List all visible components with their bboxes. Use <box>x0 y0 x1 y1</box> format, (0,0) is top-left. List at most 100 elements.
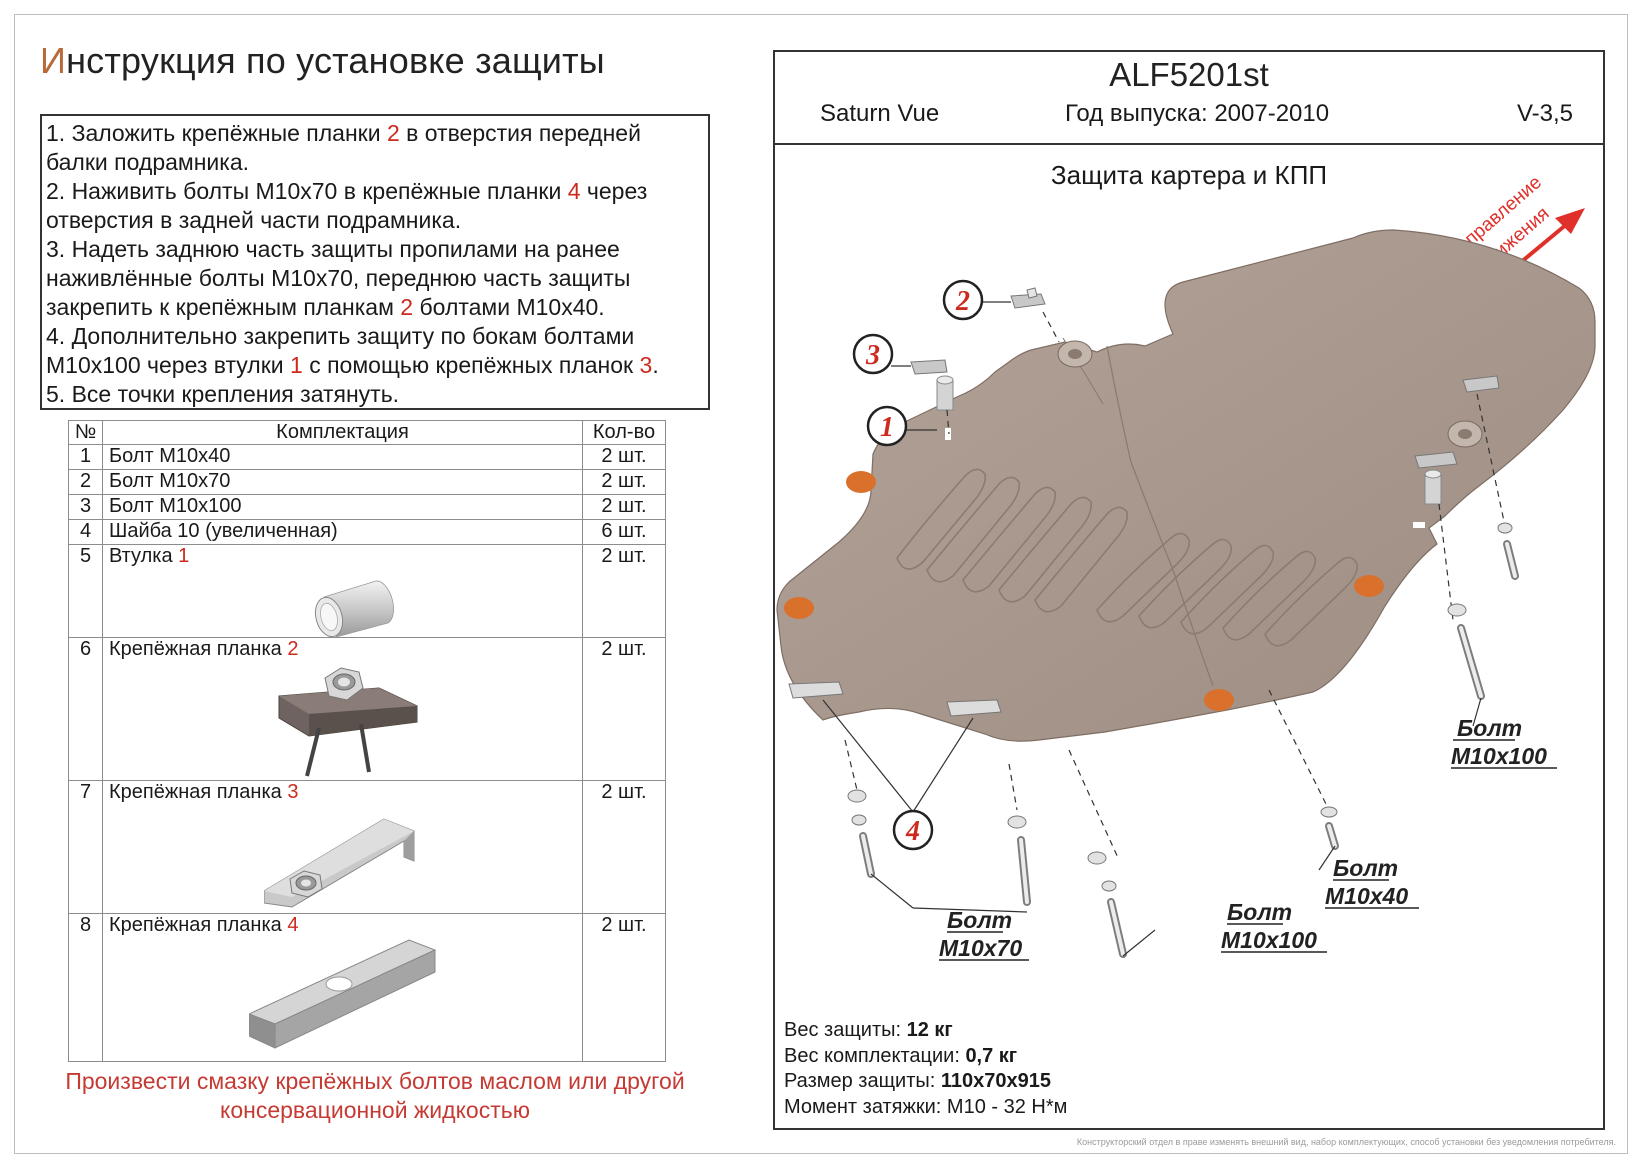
row-qty: 6 шт. <box>582 519 666 545</box>
row-name: Болт М10х40 <box>102 444 583 470</box>
svg-text:М10х100: М10х100 <box>1221 927 1317 953</box>
leader-lines <box>822 301 1482 957</box>
svg-text:М10х40: М10х40 <box>1325 883 1408 909</box>
plate-ribs <box>896 468 1359 647</box>
row-name: Крепёжная планка 2 <box>102 637 583 781</box>
callout-3: 3 <box>852 333 894 375</box>
instructions-box: 1. Заложить крепёжные планки 2 в отверст… <box>40 114 710 410</box>
svg-text:4: 4 <box>905 816 920 847</box>
bracket-3-part-image <box>264 818 415 908</box>
table-row: 4 Шайба 10 (увеличенная) 6 шт. <box>68 519 666 545</box>
product-header: ALF5201st Saturn Vue Год выпуска: 2007-2… <box>775 52 1603 145</box>
instruction-line: наживлённые болты М10х70, переднюю часть… <box>46 265 631 291</box>
rubber-pad <box>784 597 814 619</box>
table-row: 5 Втулка 1 2 шт. <box>68 544 666 638</box>
product-panel: ALF5201st Saturn Vue Год выпуска: 2007-2… <box>773 50 1605 1130</box>
table-row: 8 Крепёжная планка 4 2 шт. <box>68 913 666 1062</box>
rubber-pad <box>1204 689 1234 711</box>
protection-plate <box>776 229 1596 764</box>
svg-text:Болт: Болт <box>947 907 1012 933</box>
row-num: 4 <box>68 519 103 545</box>
parts-table: № Комплектация Кол-во 1 Болт М10х40 2 шт… <box>68 420 666 1062</box>
svg-text:Болт: Болт <box>1457 715 1522 741</box>
col-header-num: № <box>68 420 103 445</box>
row-num: 1 <box>68 444 103 470</box>
row-name: Втулка 1 <box>102 544 583 638</box>
spec-kit-weight: Вес комплектации: 0,7 кг <box>784 1044 1018 1067</box>
fasteners <box>844 311 1519 958</box>
svg-text:2: 2 <box>955 286 970 317</box>
svg-text:1: 1 <box>880 412 894 443</box>
table-row: 2 Болт М10х70 2 шт. <box>68 469 666 495</box>
row-name: Шайба 10 (увеличенная) <box>102 519 583 545</box>
row-qty: 2 шт. <box>582 780 666 914</box>
spec-size: Размер защиты: 110х70х915 <box>784 1070 1052 1092</box>
svg-text:Болт: Болт <box>1333 855 1398 881</box>
svg-text:3: 3 <box>865 340 880 371</box>
svg-text:Болт: Болт <box>1227 899 1292 925</box>
model-years: Год выпуска: 2007-2010 <box>1065 100 1330 127</box>
row-num: 6 <box>68 637 103 781</box>
label-bolt-m10x100-center: Болт М10х100 <box>1221 899 1327 953</box>
sleeve-part-image <box>314 580 394 637</box>
table-row: 6 Крепёжная планка 2 2 шт. <box>68 637 666 781</box>
row-qty: 2 шт. <box>582 544 666 638</box>
row-qty: 2 шт. <box>582 637 666 781</box>
row-name: Крепёжная планка 4 <box>102 913 583 1062</box>
table-row: 3 Болт М10х100 2 шт. <box>68 494 666 520</box>
table-row: 7 Крепёжная планка 3 2 шт. <box>68 780 666 914</box>
instruction-line: 1. Заложить крепёжные планки 2 в отверст… <box>46 120 641 146</box>
row-num: 7 <box>68 780 103 914</box>
svg-text:М10х100: М10х100 <box>1451 743 1547 769</box>
table-row: 1 Болт М10х40 2 шт. <box>68 444 666 470</box>
callout-2: 2 <box>942 279 984 321</box>
row-name: Болт М10х70 <box>102 469 583 495</box>
row-qty: 2 шт. <box>582 494 666 520</box>
bracket-4-part-image <box>249 939 437 1049</box>
product-code: ALF5201st <box>1109 56 1269 93</box>
spec-weight: Вес защиты: 12 кг <box>784 1019 953 1041</box>
page-title: Инструкция по установке защиты <box>40 40 605 81</box>
label-bolt-m10x100-right: Болт М10х100 <box>1451 715 1557 769</box>
row-qty: 2 шт. <box>582 913 666 1062</box>
svg-text:М10х70: М10х70 <box>939 935 1022 961</box>
bolt-labels: Болт М10х100 Болт М10х40 Болт М10х100 Бо… <box>939 715 1557 961</box>
row-num: 3 <box>68 494 103 520</box>
instruction-line: 3. Надеть заднюю часть защиты пропилами … <box>46 236 620 262</box>
rubber-pad <box>1354 575 1384 597</box>
disclaimer-footnote: Конструкторский отдел в праве изменять в… <box>1076 1137 1616 1147</box>
spec-torque: Момент затяжки: М10 - 32 Н*м <box>784 1095 1068 1118</box>
instruction-line: отверстия в задней части подрамника. <box>46 207 462 233</box>
label-bolt-m10x70: Болт М10х70 <box>939 907 1029 961</box>
product-specs: Вес защиты: 12 кг Вес комплектации: 0,7 … <box>784 1018 1067 1120</box>
instruction-line: М10х100 через втулки 1 с помощью крепёжн… <box>46 352 659 378</box>
installation-diagram: Направление движения <box>776 172 1596 961</box>
instruction-line: закрепить к крепёжным планкам 2 болтами … <box>46 294 605 320</box>
col-header-qty: Кол-во <box>582 420 666 445</box>
instruction-line: 2. Наживить болты М10х70 в крепёжные пла… <box>46 178 648 204</box>
row-num: 5 <box>68 544 103 638</box>
row-qty: 2 шт. <box>582 444 666 470</box>
product-title: Защита картера и КПП <box>1050 160 1328 190</box>
car-model: Saturn Vue <box>820 100 940 127</box>
direction-arrow-head <box>1555 208 1585 234</box>
rubber-pad <box>846 471 876 493</box>
lubrication-note: Произвести смазку крепёжных болтов масло… <box>65 1068 685 1123</box>
instruction-line: балки подрамника. <box>46 149 250 175</box>
mounting-brackets <box>788 287 1500 717</box>
table-header-row: № Комплектация Кол-во <box>68 420 666 445</box>
instruction-line: 5. Все точки крепления затянуть. <box>46 381 400 407</box>
bracket-2-part-image <box>278 667 418 777</box>
row-num: 2 <box>68 469 103 495</box>
instruction-line: 4. Дополнительно закрепить защиту по бок… <box>46 323 635 349</box>
sheet-border <box>14 14 1628 1154</box>
callout-1: 1 <box>866 405 908 447</box>
row-qty: 2 шт. <box>582 469 666 495</box>
col-header-name: Комплектация <box>102 420 583 445</box>
row-num: 8 <box>68 913 103 1062</box>
label-bolt-m10x40: Болт М10х40 <box>1325 855 1419 909</box>
row-name: Крепёжная планка 3 <box>102 780 583 914</box>
row-name: Болт М10х100 <box>102 494 583 520</box>
callout-4: 4 <box>892 809 934 851</box>
engine-version: V-3,5 <box>1516 100 1573 127</box>
